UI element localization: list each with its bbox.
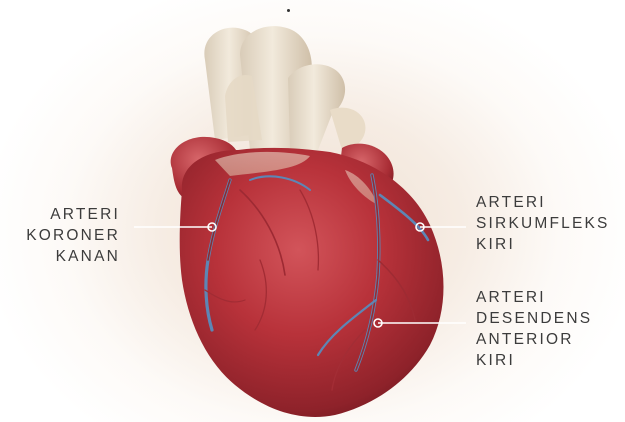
label-line: KIRI [476,350,592,371]
label-line: ARTERI [476,192,610,213]
ventricles [180,148,444,417]
label-line: KIRI [476,234,610,255]
great-vessels [204,26,365,150]
label-left-anterior-descending-artery: ARTERI DESENDENS ANTERIOR KIRI [476,287,592,371]
label-line: ARTERI [26,204,120,225]
label-left-circumflex-artery: ARTERI SIRKUMFLEKS KIRI [476,192,610,255]
label-line: ARTERI [476,287,592,308]
label-line: SIRKUMFLEKS [476,213,610,234]
label-line: DESENDENS [476,308,592,329]
label-line: KANAN [26,246,120,267]
label-line: ANTERIOR [476,329,592,350]
label-right-coronary-artery: ARTERI KORONER KANAN [26,204,120,267]
label-line: KORONER [26,225,120,246]
